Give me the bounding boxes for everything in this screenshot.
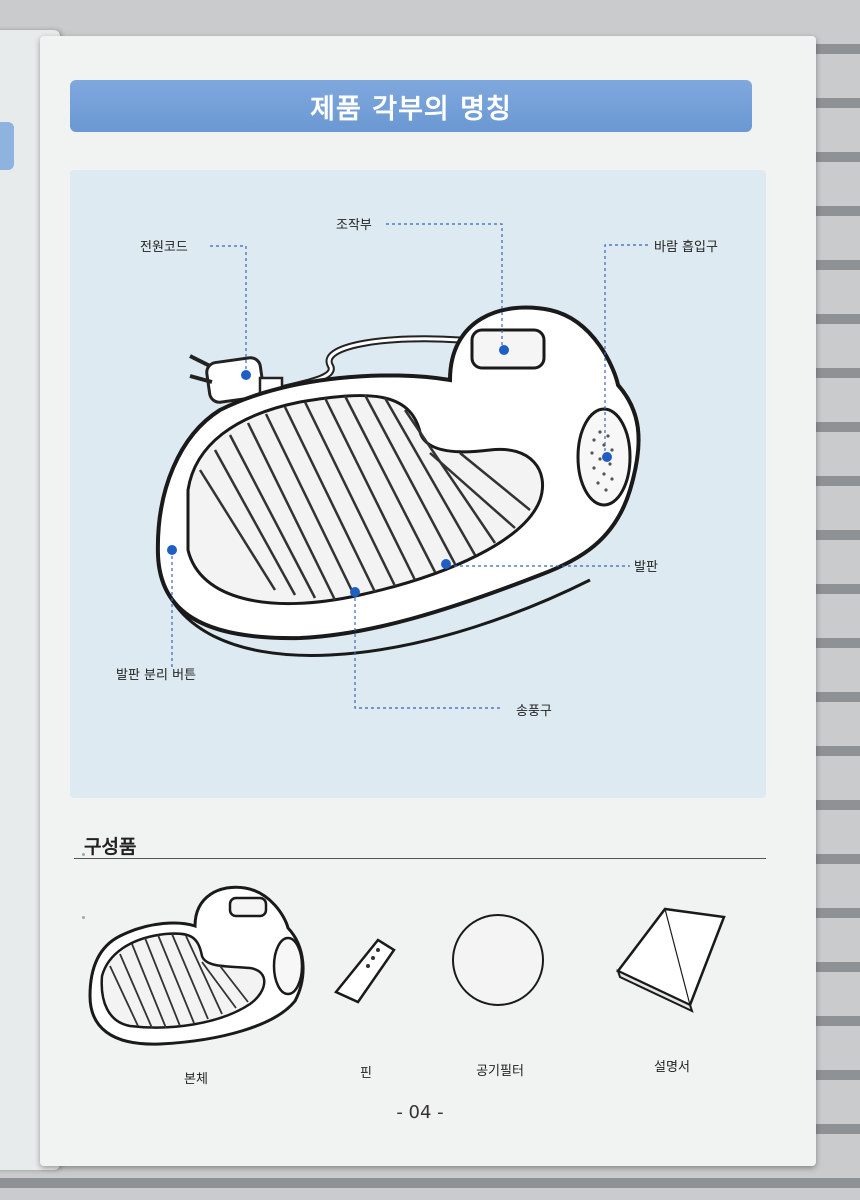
component-label-main-body: 본체 bbox=[184, 1072, 208, 1087]
main-body-icon bbox=[88, 885, 305, 1046]
footrest-marker bbox=[441, 559, 451, 569]
previous-page-banner-edge bbox=[0, 122, 14, 170]
label-air-outlet: 송풍구 bbox=[516, 704, 552, 719]
air-filter-icon bbox=[452, 914, 544, 1006]
component-label-pin: 핀 bbox=[360, 1066, 372, 1081]
pin-icon bbox=[334, 938, 396, 1004]
label-air-intake: 바람 흡입구 bbox=[654, 240, 718, 255]
manual-icon bbox=[616, 907, 726, 1013]
air-intake-marker bbox=[602, 452, 612, 462]
components-divider bbox=[74, 858, 766, 859]
massager-body-icon bbox=[155, 305, 641, 657]
product-illustration bbox=[155, 223, 648, 709]
label-footrest-release-button: 발판 분리 버튼 bbox=[116, 668, 197, 683]
section-title: 제품 각부의 명칭 bbox=[70, 80, 752, 132]
air-outlet-marker bbox=[350, 587, 360, 597]
component-label-manual: 설명서 bbox=[654, 1060, 690, 1075]
page-number: - 04 - bbox=[396, 1102, 444, 1123]
control-panel-marker bbox=[499, 345, 509, 355]
components-heading: 구성품 bbox=[84, 836, 137, 858]
label-control-panel: 조작부 bbox=[336, 218, 372, 233]
power-cord-marker bbox=[241, 370, 251, 380]
footrest-release-marker bbox=[167, 545, 177, 555]
component-label-air-filter: 공기필터 bbox=[476, 1064, 524, 1079]
label-footrest: 발판 bbox=[634, 560, 658, 575]
label-power-cord: 전원코드 bbox=[140, 240, 188, 255]
parts-diagram: 전원코드 조작부 바람 흡입구 발판 발판 분리 버튼 송풍구 bbox=[70, 170, 766, 798]
